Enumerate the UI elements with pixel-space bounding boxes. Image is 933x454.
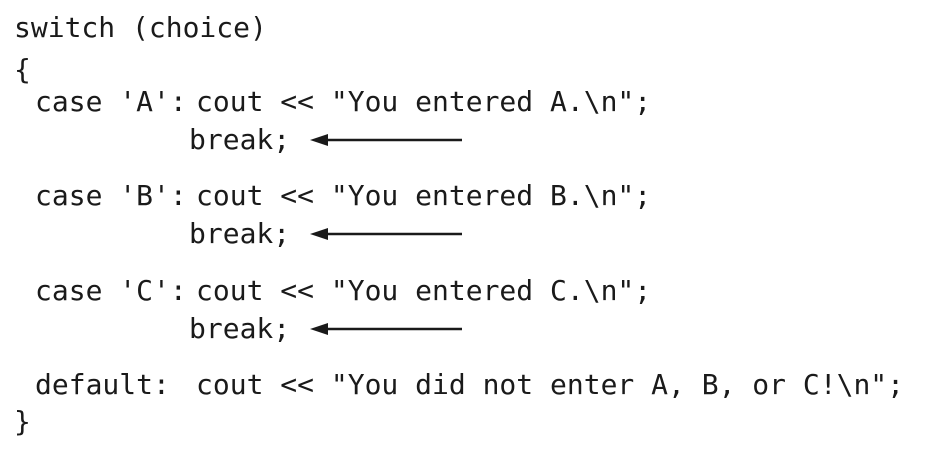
default-label: default: bbox=[35, 368, 170, 401]
case-a-break-arrow bbox=[310, 134, 462, 146]
open-brace: { bbox=[14, 53, 31, 86]
case-b-statement: cout << "You entered B.\n"; bbox=[196, 179, 652, 212]
case-a-break: break; bbox=[189, 123, 291, 156]
close-brace: } bbox=[14, 405, 31, 438]
case-c-break: break; bbox=[189, 312, 291, 345]
case-b-break-arrow bbox=[310, 228, 462, 240]
case-c-break-arrow bbox=[310, 323, 462, 335]
case-b-break: break; bbox=[189, 217, 291, 250]
case-a-statement: cout << "You entered A.\n"; bbox=[196, 85, 652, 118]
case-c-label: case 'C': bbox=[35, 274, 187, 307]
case-c-statement: cout << "You entered C.\n"; bbox=[196, 274, 652, 307]
default-statement: cout << "You did not enter A, B, or C!\n… bbox=[196, 368, 905, 401]
case-a-label: case 'A': bbox=[35, 85, 187, 118]
case-b-label: case 'B': bbox=[35, 179, 187, 212]
switch-header: switch (choice) bbox=[14, 11, 267, 44]
